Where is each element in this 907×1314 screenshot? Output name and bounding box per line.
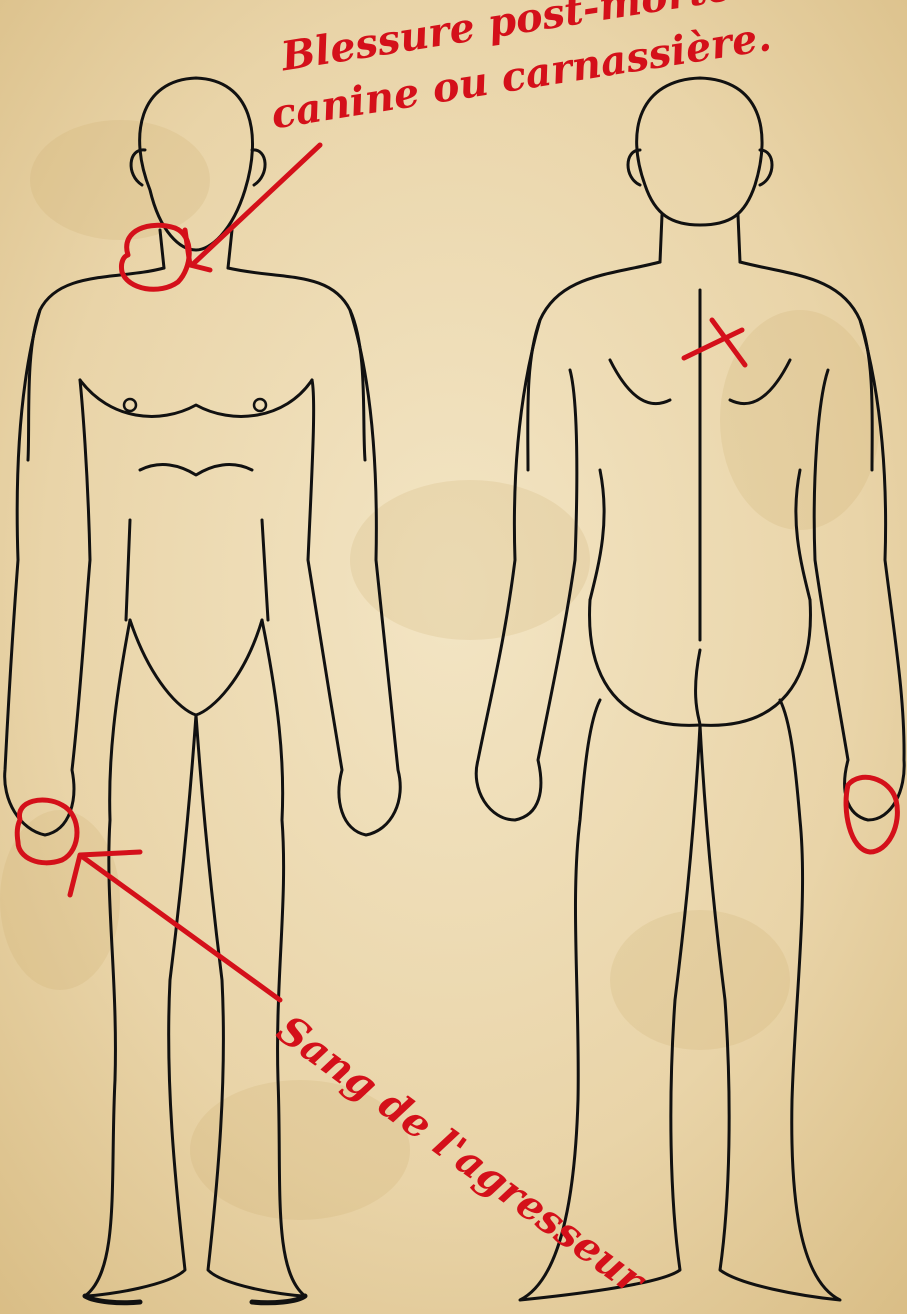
anatomy-diagram (0, 0, 907, 1314)
